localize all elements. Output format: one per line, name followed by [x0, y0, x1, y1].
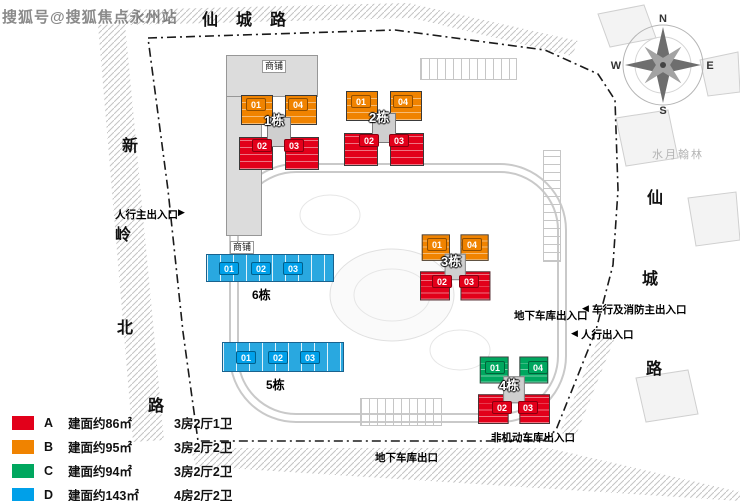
road-hatching [98, 3, 740, 501]
road-char: 城 [236, 12, 253, 29]
unit-chip: 03 [300, 351, 320, 364]
unit-chip: 01 [219, 262, 239, 275]
unit-chip: 02 [268, 351, 288, 364]
unit-chip: 03 [284, 139, 304, 152]
road-name-top: 仙 城 路 [202, 6, 286, 30]
legend-row-b: B 建面约95㎡ 3房2厅2卫 [12, 437, 232, 456]
pedestrian-main-entrance-label: 人行主出入口 [115, 209, 178, 221]
building-2-label: 2栋 [369, 110, 390, 125]
unit-chip: 01 [351, 95, 371, 108]
legend-row-a: A 建面约86㎡ 3房2厅1卫 [12, 413, 232, 432]
legend-swatch-b [12, 439, 34, 454]
entrance-arrow-icon: ◀ [571, 328, 578, 338]
unit-chip: 03 [389, 134, 409, 147]
road-name-left: 新 [122, 138, 139, 155]
building-core [444, 253, 466, 281]
compass-icon [622, 24, 704, 106]
building-3-label: 3栋 [441, 254, 462, 269]
garage-in-out-label: 地下车库出入口 [514, 310, 588, 322]
legend: A 建面约86㎡ 3房2厅1卫 B 建面约95㎡ 3房2厅2卫 C 建面约94㎡… [12, 413, 232, 501]
neighbor-buildings [597, 4, 740, 423]
parking-strip [360, 398, 442, 426]
site-boundary [147, 29, 619, 442]
neighbor-estate-label: 水月翰林 [652, 149, 704, 161]
unit-chip: 04 [393, 95, 413, 108]
unit-chip: 02 [252, 139, 272, 152]
building-4-label: 4栋 [499, 378, 520, 393]
legend-area: 建面约143㎡ [68, 489, 139, 501]
entrance-arrow-icon: ▶ [178, 207, 185, 217]
road-name-right: 仙 [647, 190, 664, 207]
shop-label: 商铺 [262, 60, 287, 73]
building-core [503, 376, 525, 404]
road-name-left: 路 [148, 398, 165, 415]
vehicle-fire-main-entrance-label: 车行及消防主出入口 [592, 304, 687, 316]
legend-area: 建面约86㎡ [68, 417, 132, 431]
legend-area: 建面约94㎡ [68, 465, 132, 479]
road-name-right: 路 [646, 361, 663, 378]
non-motor-garage-label: 非机动车库出入口 [491, 432, 575, 444]
garage-exit-label: 地下车库出口 [375, 452, 438, 464]
building-1-label: 1栋 [264, 113, 285, 128]
legend-layout: 4房2厅2卫 [174, 489, 233, 501]
unit-chip: 04 [528, 361, 548, 374]
unit-chip: 02 [492, 401, 512, 414]
compass-s-label: S [659, 105, 666, 117]
unit-chip: 01 [246, 98, 266, 111]
unit-chip: 03 [283, 262, 303, 275]
legend-row-d: D 建面约143㎡ 4房2厅2卫 [12, 485, 232, 501]
compass-n-label: N [659, 13, 667, 25]
unit-chip: 03 [459, 275, 479, 288]
legend-swatch-a [12, 415, 34, 430]
unit-chip: 02 [251, 262, 271, 275]
compass-e-label: E [706, 60, 713, 72]
legend-layout: 3房2厅2卫 [174, 465, 233, 479]
watermark: 搜狐号@搜狐焦点永州站 [2, 9, 178, 26]
legend-layout: 3房2厅1卫 [174, 417, 233, 431]
legend-swatch-c [12, 463, 34, 478]
unit-chip: 04 [462, 238, 482, 251]
unit-chip: 02 [432, 275, 452, 288]
legend-swatch-d [12, 487, 34, 501]
legend-key: C [44, 463, 54, 478]
parking-strip [420, 58, 517, 80]
road-name-right: 城 [642, 271, 659, 288]
legend-area: 建面约95㎡ [68, 441, 132, 455]
legend-row-c: C 建面约94㎡ 3房2厅2卫 [12, 461, 232, 480]
legend-layout: 3房2厅2卫 [174, 441, 233, 455]
unit-chip: 02 [359, 134, 379, 147]
building-5-label: 5栋 [266, 378, 285, 392]
road-char: 路 [270, 12, 287, 29]
parking-strip [543, 150, 561, 262]
unit-chip: 03 [518, 401, 538, 414]
compass-w-label: W [611, 60, 622, 72]
road-name-left: 岭 [115, 227, 132, 244]
unit-chip: 01 [236, 351, 256, 364]
entrance-arrow-icon: ◀ [582, 303, 589, 313]
legend-key: D [44, 487, 54, 501]
unit-chip: 04 [288, 98, 308, 111]
unit-chip: 01 [485, 361, 505, 374]
legend-key: B [44, 439, 54, 454]
building-6-label: 6栋 [252, 288, 271, 302]
legend-key: A [44, 415, 54, 430]
unit-chip: 01 [427, 238, 447, 251]
pedestrian-side-entrance-label: 人行出入口 [581, 329, 634, 341]
road-name-left: 北 [117, 320, 134, 337]
shop-label: 商铺 [230, 241, 255, 254]
road-char: 仙 [202, 12, 219, 29]
